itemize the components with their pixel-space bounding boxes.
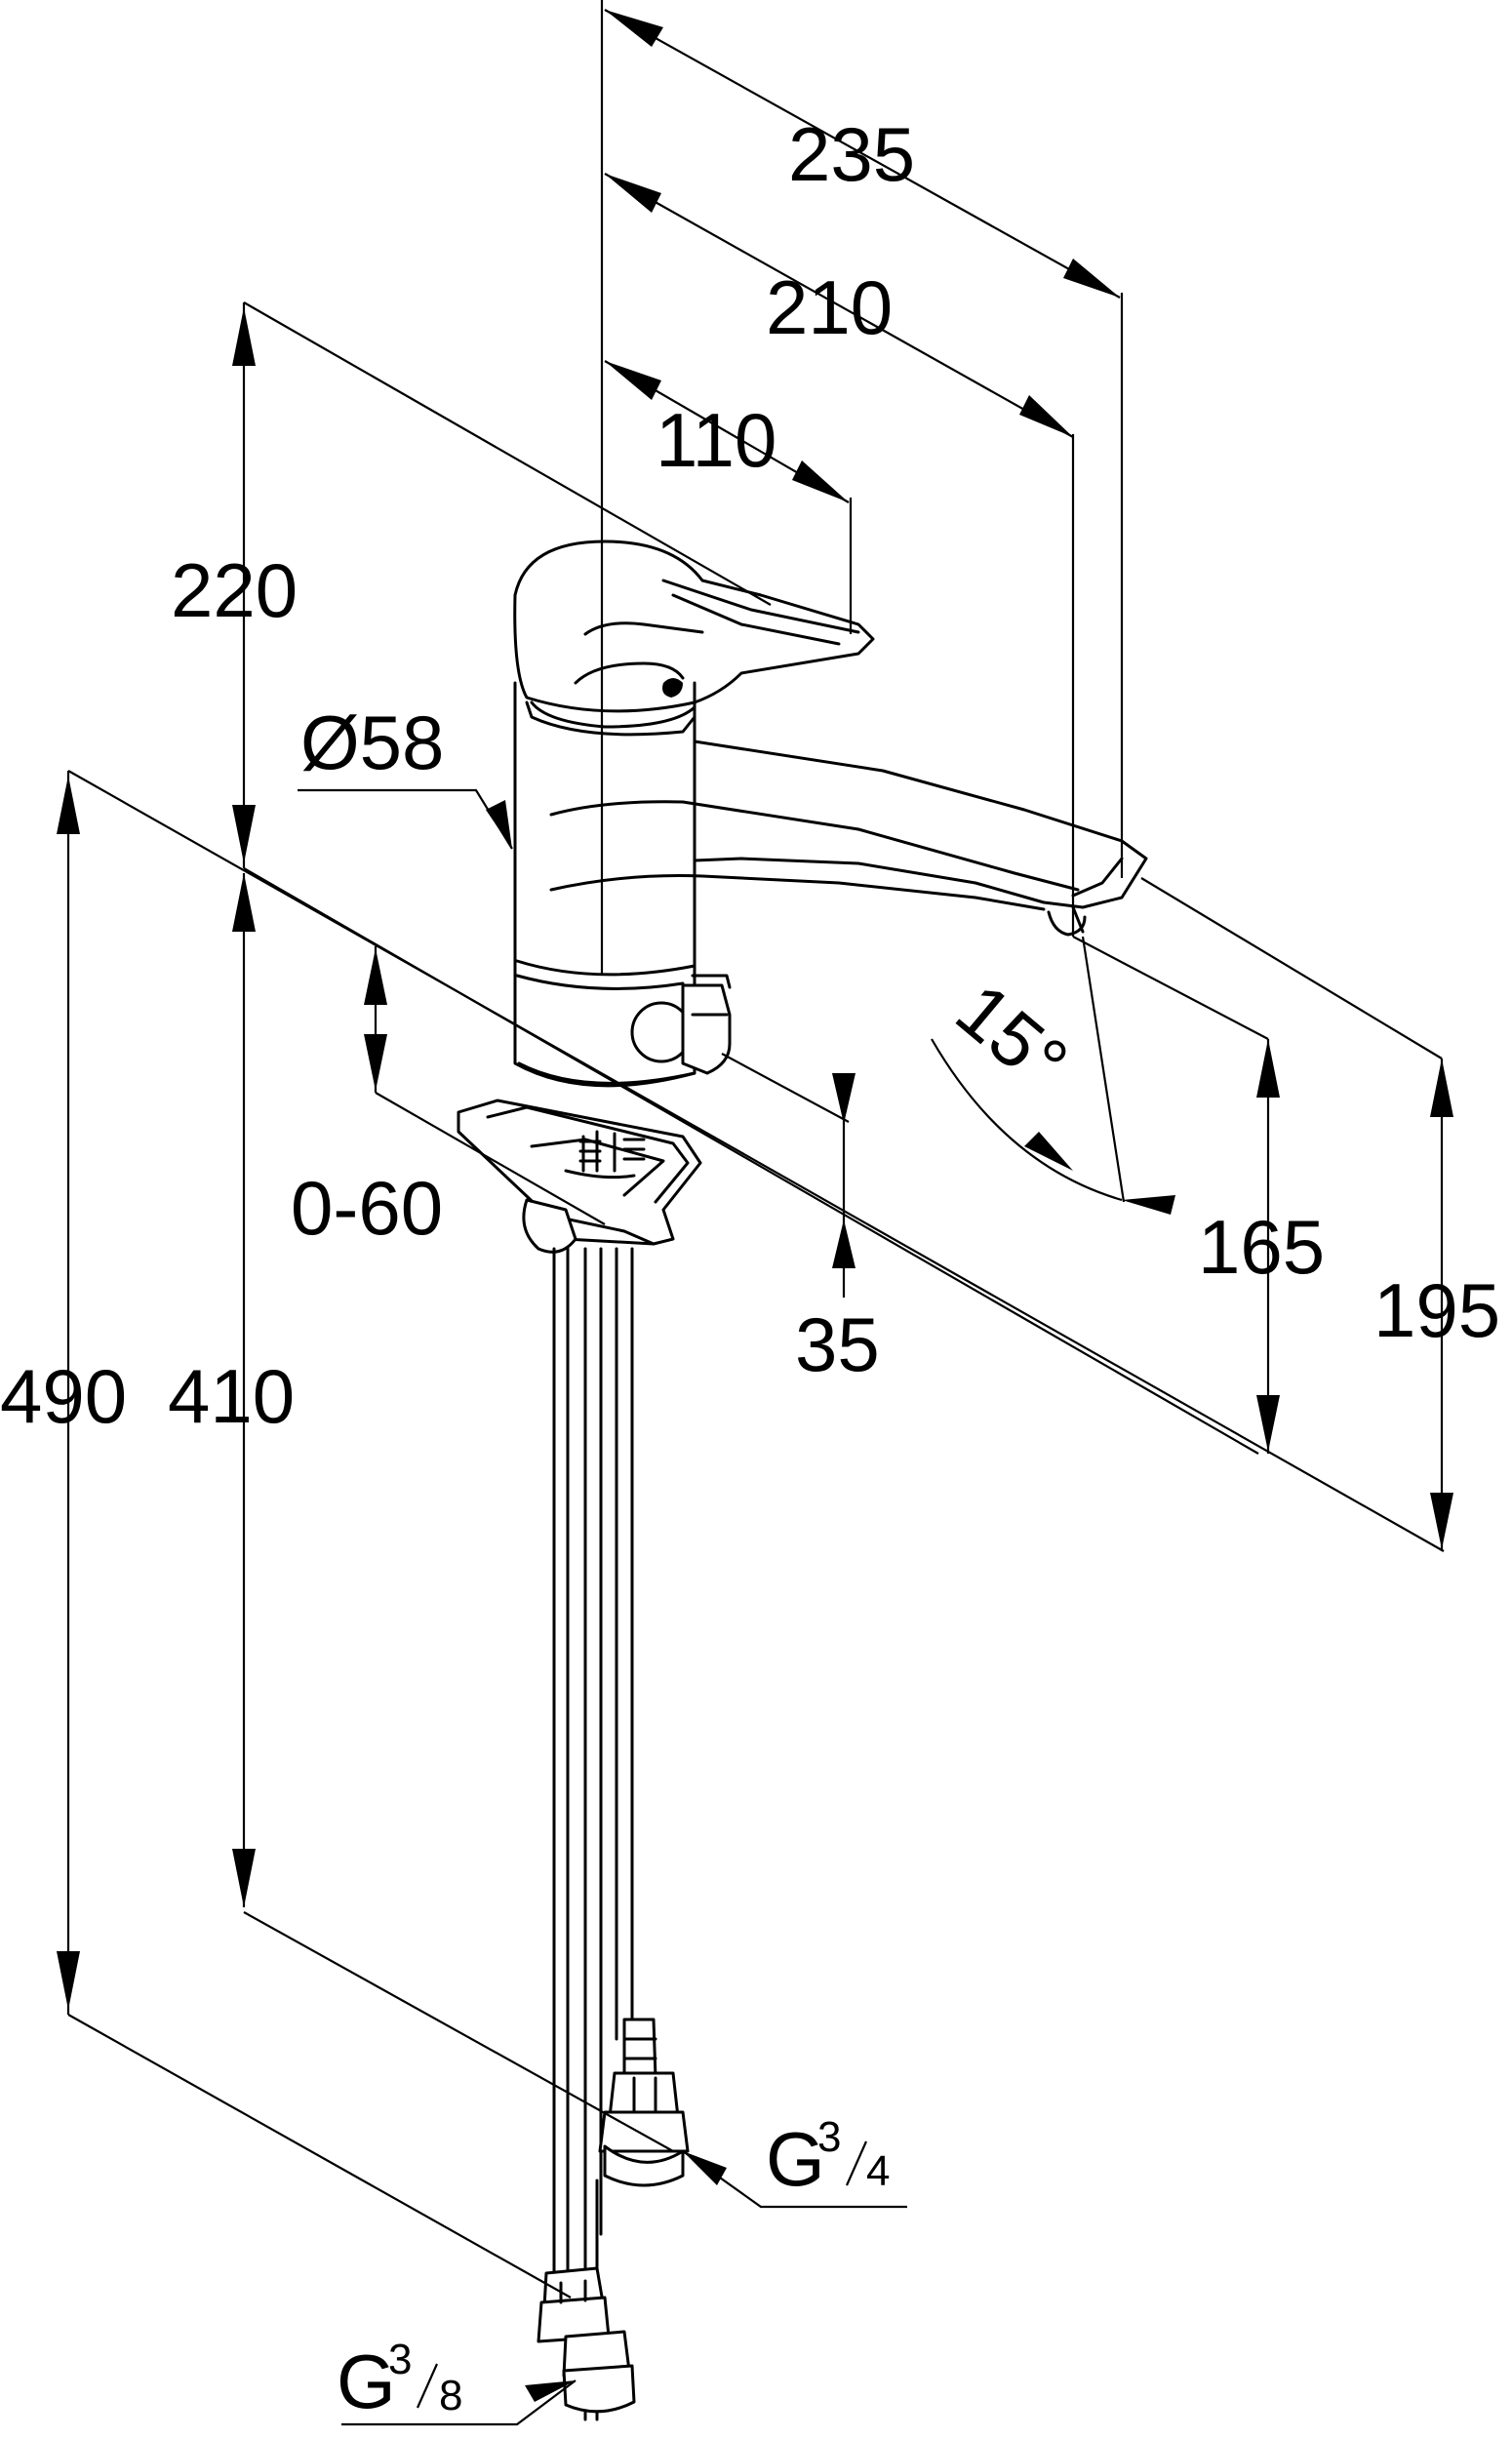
thread-label-g38: G 3 8 xyxy=(337,2336,462,2424)
supply-hoses xyxy=(552,1247,657,2285)
mounting-plate xyxy=(457,1099,702,1254)
dim-label-220: 220 xyxy=(171,547,298,633)
dim-label-35: 35 xyxy=(795,1301,880,1387)
thread-g38-denominator: 8 xyxy=(439,2372,462,2419)
thread-label-g34: G 3 4 xyxy=(766,2113,890,2202)
dim-label-210: 210 xyxy=(766,264,893,350)
thread-g34-letter: G xyxy=(766,2116,825,2202)
faucet-body xyxy=(513,681,696,1088)
dim-label-490: 490 xyxy=(0,1353,127,1439)
dim-label-165: 165 xyxy=(1198,1204,1325,1290)
dimension-arrows xyxy=(57,10,1453,2402)
spout xyxy=(549,740,1148,937)
dim-label-diameter: Ø58 xyxy=(300,700,444,785)
side-valve xyxy=(630,974,732,1075)
thread-g34-numerator: 3 xyxy=(817,2113,841,2161)
lever-handle xyxy=(513,540,875,737)
small-union-nut xyxy=(537,2266,636,2414)
dim-label-410: 410 xyxy=(168,1353,295,1439)
dim-label-0-60: 0-60 xyxy=(291,1165,443,1251)
dim-label-110: 110 xyxy=(656,397,776,483)
threaded-studs xyxy=(578,1130,646,1173)
thread-g34-denominator: 4 xyxy=(866,2147,890,2195)
dimension-lines xyxy=(66,0,1445,2426)
thread-g38-letter: G xyxy=(337,2339,396,2424)
thread-g38-numerator: 3 xyxy=(388,2336,412,2383)
dim-label-235: 235 xyxy=(788,111,915,197)
dim-label-195: 195 xyxy=(1373,1267,1500,1353)
